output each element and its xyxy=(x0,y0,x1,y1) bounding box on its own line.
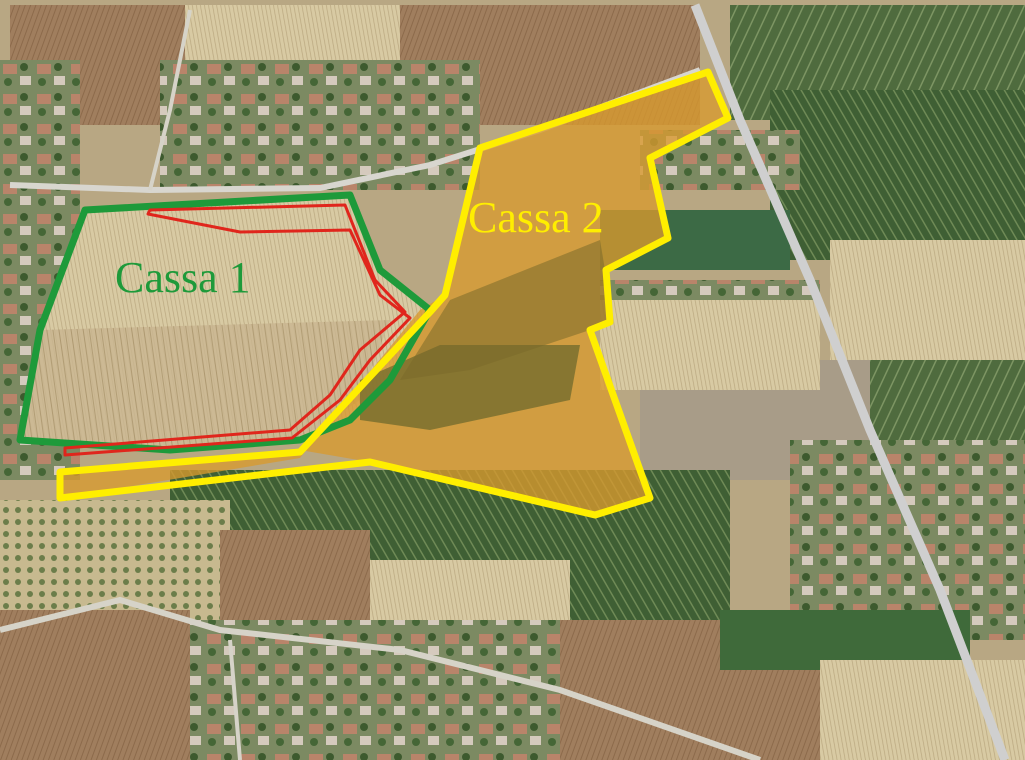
road-bottom-vertical xyxy=(228,639,242,760)
road-left-vertical xyxy=(148,9,192,191)
road-bottom xyxy=(0,596,761,760)
cassa1-inner-outline xyxy=(63,203,412,457)
cassa1-field-lower xyxy=(20,320,390,450)
village-bottom xyxy=(190,620,610,760)
cassa2-dark-band xyxy=(400,240,610,380)
village-top xyxy=(160,60,480,190)
field-mid-right xyxy=(600,300,820,390)
cassa2-area xyxy=(60,72,728,515)
village-right-3 xyxy=(790,440,1025,640)
main-road xyxy=(690,3,1010,760)
cassa1-outline xyxy=(16,191,434,454)
cassa2-label: Cassa 2 xyxy=(468,193,604,242)
cassa1-label: Cassa 1 xyxy=(115,253,251,302)
field-bottom-left-2 xyxy=(0,610,190,760)
field-top-right-2 xyxy=(770,90,1025,260)
field-bottom-right-3 xyxy=(820,660,1025,760)
cassa2-outline xyxy=(56,68,732,519)
